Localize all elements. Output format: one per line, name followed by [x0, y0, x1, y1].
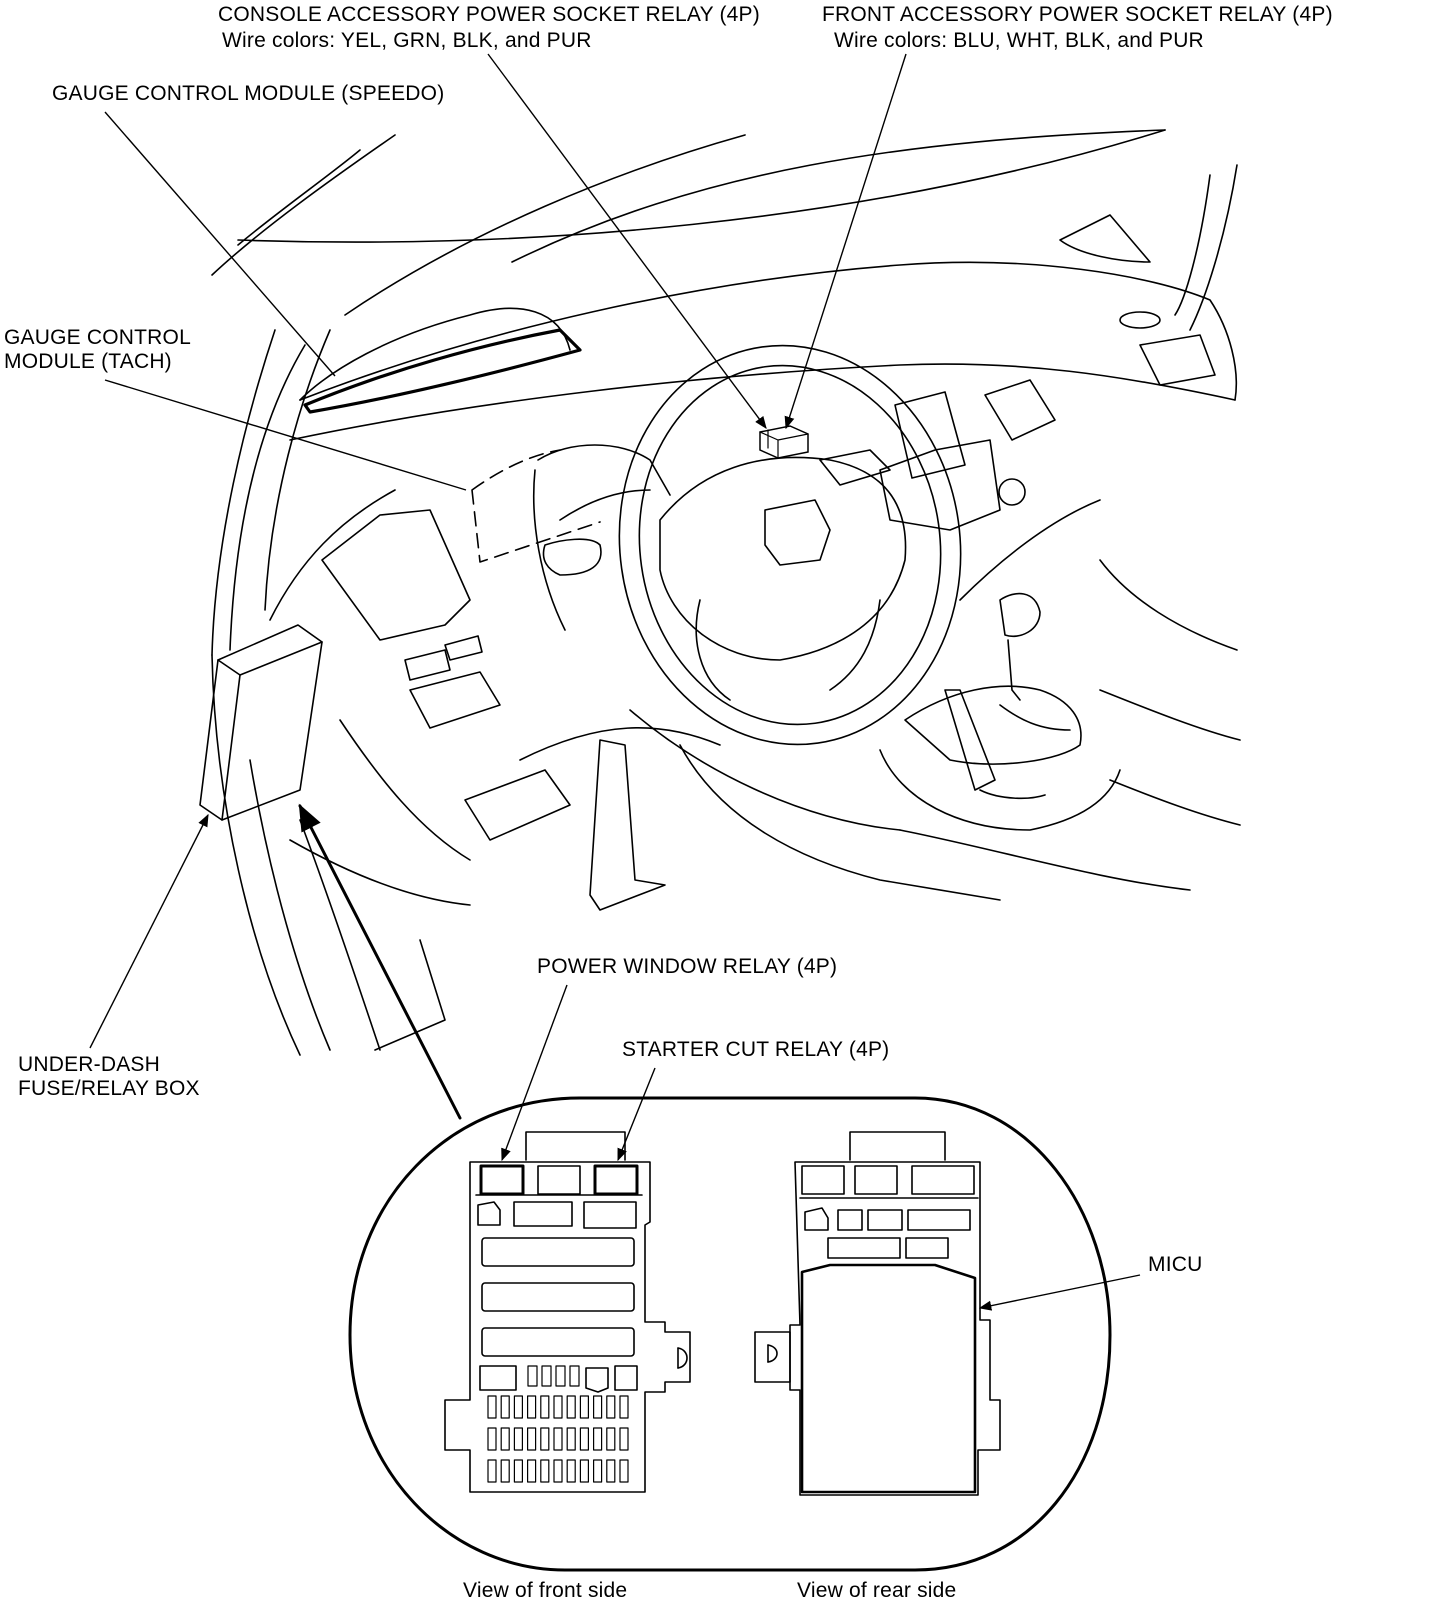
fuse-slot [500, 1395, 510, 1419]
fuse-slot [553, 1459, 563, 1483]
fuse-slot [526, 1459, 537, 1483]
console-relay-wires-label: Wire colors: YEL, GRN, BLK, and PUR [222, 29, 592, 52]
accessory-relays [759, 425, 809, 459]
fuse-slot [566, 1427, 576, 1451]
console-relay-label: CONSOLE ACCESSORY POWER SOCKET RELAY (4P… [218, 3, 760, 26]
fuse-slot [513, 1395, 524, 1419]
fuse-slot [592, 1459, 603, 1483]
fuse-slot [555, 1365, 566, 1387]
fuse-slot [579, 1427, 590, 1451]
fuse-slot [540, 1459, 550, 1483]
micu-label: MICU [1148, 1253, 1203, 1276]
fuse-box-label-line2: FUSE/RELAY BOX [18, 1077, 200, 1100]
fuse-slot [513, 1459, 524, 1483]
fuse-grid-front [487, 1365, 629, 1483]
fuse-slot [606, 1427, 616, 1451]
fuse-slot [500, 1459, 510, 1483]
fuse-slot [579, 1459, 590, 1483]
starter-cut-relay-label: STARTER CUT RELAY (4P) [622, 1038, 890, 1061]
windshield-outline [211, 129, 1238, 331]
under-dash-fuse-box [199, 624, 323, 821]
front-relay-label: FRONT ACCESSORY POWER SOCKET RELAY (4P) [822, 3, 1333, 26]
fuse-slot [619, 1459, 629, 1483]
fuse-slot [606, 1395, 616, 1419]
fuse-box-rear-view [754, 1131, 1141, 1496]
front-relay-wires-label: Wire colors: BLU, WHT, BLK, and PUR [834, 29, 1204, 52]
fuse-slot [566, 1459, 576, 1483]
detail-callout [348, 1096, 1112, 1572]
lower-dash [269, 489, 1191, 911]
fuse-slot [526, 1427, 537, 1451]
tach-module-outline [471, 449, 601, 563]
rear-view-caption: View of rear side [797, 1579, 957, 1602]
fuse-slot [526, 1395, 537, 1419]
fuse-slot [569, 1365, 580, 1387]
fuse-slot [487, 1395, 497, 1419]
center-console [879, 391, 1241, 831]
fuse-slot [592, 1427, 603, 1451]
front-view-caption: View of front side [463, 1579, 628, 1602]
fuse-slot [619, 1427, 629, 1451]
fuse-slot [540, 1395, 550, 1419]
fuse-slot [540, 1427, 550, 1451]
fuse-slot [619, 1395, 629, 1419]
door-frame [211, 329, 446, 1056]
fuse-slot [566, 1395, 576, 1419]
fuse-slot [553, 1427, 563, 1451]
fuse-slot [541, 1365, 552, 1387]
leader-lines [89, 53, 907, 1120]
steering-wheel [532, 344, 962, 746]
speedo-module-label: GAUGE CONTROL MODULE (SPEEDO) [52, 82, 445, 105]
power-window-relay-label: POWER WINDOW RELAY (4P) [537, 955, 838, 978]
fuse-slot [487, 1427, 497, 1451]
tach-module-label-line2: MODULE (TACH) [4, 350, 172, 373]
fuse-box-label-line1: UNDER-DASH [18, 1053, 161, 1076]
fuse-slot [487, 1459, 497, 1483]
dashboard-top [289, 214, 1238, 441]
fuse-slot [513, 1427, 524, 1451]
fuse-slot [527, 1365, 538, 1387]
fuse-slot [592, 1395, 603, 1419]
fuse-box-front-view [444, 1131, 691, 1493]
fuse-slot [553, 1395, 563, 1419]
fuse-slot [579, 1395, 590, 1419]
fuse-slot [500, 1427, 510, 1451]
fuse-slot [606, 1459, 616, 1483]
detail-leaders [501, 984, 656, 1162]
tach-module-label-line1: GAUGE CONTROL [4, 326, 191, 349]
